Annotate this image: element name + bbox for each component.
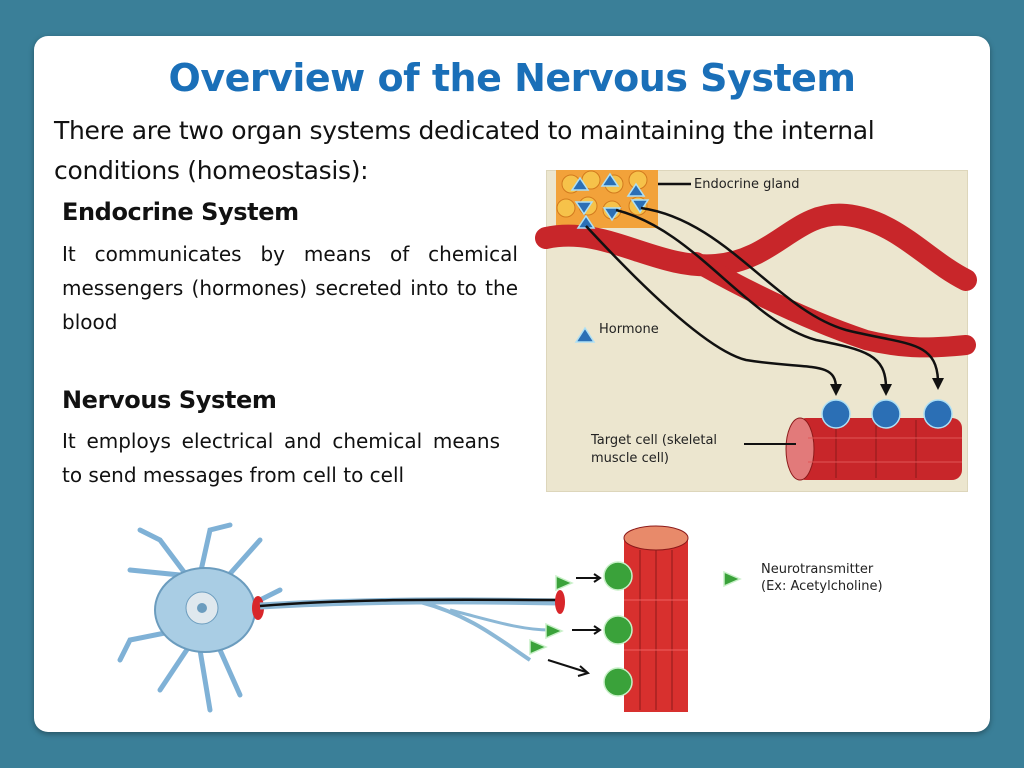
nerve-muscle-diagram <box>117 522 742 713</box>
nt-legend-icon <box>723 570 742 588</box>
nervous-heading: Nervous System <box>62 386 277 414</box>
target-label-line2: muscle cell) <box>591 451 670 466</box>
nt-label-line2: (Ex: Acetylcholine) <box>761 579 883 594</box>
nt-arrows <box>547 573 602 677</box>
receptors <box>821 399 953 429</box>
gland-label: Endocrine gland <box>694 177 800 192</box>
nervous-description: It employs electrical and chemical means… <box>62 429 500 487</box>
hormone-paths <box>585 182 940 389</box>
axon-branch <box>419 600 532 662</box>
nt-receptors <box>603 561 633 697</box>
endocrine-diagram <box>535 170 977 481</box>
blood-vessel-branch <box>686 252 976 358</box>
hormone-molecules <box>570 172 650 229</box>
endocrine-description: It communicates by means of chemical mes… <box>62 242 518 334</box>
slide-title: Overview of the Nervous System <box>168 56 856 100</box>
hormone-label: Hormone <box>599 322 659 337</box>
arrow-heads <box>830 378 944 396</box>
neuron <box>117 522 283 713</box>
blood-vessel <box>535 203 977 291</box>
axon-branch-2 <box>449 608 551 632</box>
axon-terminal <box>555 590 565 614</box>
endocrine-heading: Endocrine System <box>62 198 299 226</box>
hormone-legend-icon <box>574 326 596 343</box>
neurotransmitter-molecules <box>529 574 574 656</box>
muscle-fiber <box>623 525 689 712</box>
nt-label-line1: Neurotransmitter <box>761 562 874 577</box>
target-label-line1: Target cell (skeletal <box>591 433 718 448</box>
signal-arrow <box>259 598 561 608</box>
intro-text: There are two organ systems dedicated to… <box>54 116 875 185</box>
target-muscle-cell <box>785 417 962 481</box>
